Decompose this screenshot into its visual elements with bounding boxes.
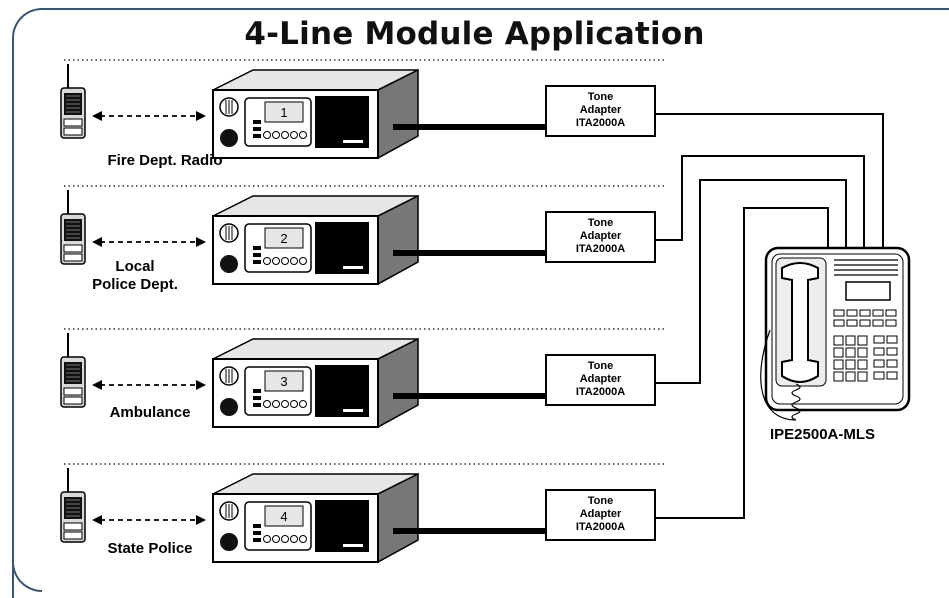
wire-line-4 bbox=[656, 207, 829, 519]
tone-adapter-label: Tone Adapter ITA2000A bbox=[575, 91, 626, 129]
handheld-radio-icon bbox=[60, 190, 86, 265]
line-row-4: 4 bbox=[60, 463, 666, 564]
tone-adapter-box bbox=[545, 85, 656, 137]
line-number: 4 bbox=[280, 509, 287, 524]
frame-border bbox=[12, 8, 949, 598]
base-station-icon: 3 bbox=[212, 337, 419, 429]
wireless-link-arrow bbox=[92, 237, 206, 247]
tone-adapter-box bbox=[545, 211, 656, 263]
base-station-icon: 4 bbox=[212, 472, 419, 564]
base-station-icon: 2 bbox=[212, 194, 419, 286]
tone-adapter-label: Tone Adapter ITA2000A bbox=[575, 495, 626, 533]
radio-user-label: Ambulance bbox=[109, 404, 191, 421]
phone-wires bbox=[656, 113, 884, 519]
rows: 1 2 3 4 bbox=[60, 59, 666, 564]
handheld-radio-icon bbox=[60, 333, 86, 408]
handheld-radio-icon bbox=[60, 468, 86, 543]
wireless-link-arrow bbox=[92, 380, 206, 390]
radio-user-label: State Police bbox=[107, 540, 193, 557]
wireless-link-arrow bbox=[92, 111, 206, 121]
line-number: 3 bbox=[280, 374, 287, 389]
line-number: 1 bbox=[280, 105, 287, 120]
line-row-1: 1 bbox=[60, 59, 666, 160]
line-number: 2 bbox=[280, 231, 287, 246]
tone-adapter-label: Tone Adapter ITA2000A bbox=[575, 360, 626, 398]
diagram-title: 4-Line Module Application bbox=[244, 16, 705, 52]
tone-adapter-box bbox=[545, 354, 656, 406]
tone-adapter-label: Tone Adapter ITA2000A bbox=[575, 217, 626, 255]
phone-model-label: IPE2500A-MLS bbox=[770, 426, 876, 443]
line-row-2: 2 bbox=[60, 185, 666, 286]
radio-user-label: Fire Dept. Radio bbox=[107, 152, 223, 169]
wire-line-1 bbox=[656, 113, 884, 247]
handheld-radio-icon bbox=[60, 64, 86, 139]
wire-line-3 bbox=[656, 179, 847, 384]
phone-buttons bbox=[833, 309, 898, 382]
wire-line-2 bbox=[656, 155, 865, 247]
radio-user-label: Local Police Dept. bbox=[92, 258, 178, 293]
base-station-icon: 1 bbox=[212, 68, 419, 160]
wireless-link-arrow bbox=[92, 515, 206, 525]
telephone-icon bbox=[760, 246, 911, 421]
tone-adapter-box bbox=[545, 489, 656, 541]
line-row-3: 3 bbox=[60, 328, 666, 429]
